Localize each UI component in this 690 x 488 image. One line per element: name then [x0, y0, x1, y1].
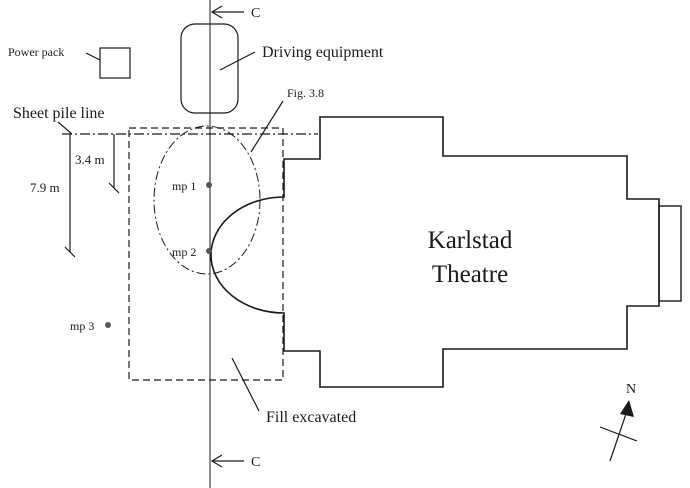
driving-equipment-leader — [219, 51, 256, 71]
fill-excavated-label: Fill excavated — [266, 409, 356, 426]
section-arrow-bottom — [210, 454, 244, 468]
north-arrow-icon — [599, 400, 638, 462]
section-arrow-top — [210, 5, 244, 19]
mp2-dot — [206, 248, 212, 254]
theatre-outline — [210, 116, 660, 388]
mp3-dot — [105, 322, 111, 328]
dimension-long — [64, 134, 76, 258]
fig-ref-label: Fig. 3.8 — [287, 86, 324, 100]
dimension-short — [108, 134, 120, 194]
dim-short-label: 3.4 m — [75, 152, 105, 167]
theatre-annex — [658, 205, 682, 302]
north-label: N — [626, 382, 636, 397]
driving-equipment-box — [180, 23, 239, 114]
section-label-bottom: C — [251, 455, 260, 470]
fill-excavated-leader — [231, 357, 260, 412]
excavation-area — [128, 127, 284, 381]
building-name-line1: Karlstad — [428, 227, 513, 254]
building-name-line2: Theatre — [432, 261, 508, 288]
mp3-label: mp 3 — [70, 319, 94, 333]
mp1-label: mp 1 — [172, 179, 196, 193]
fig-ref-leader — [250, 100, 284, 153]
dim-long-label: 7.9 m — [30, 180, 60, 195]
power-pack-leader — [85, 52, 101, 61]
mp2-label: mp 2 — [172, 245, 196, 259]
section-label-top: C — [251, 6, 260, 21]
sheet-pile-label: Sheet pile line — [13, 105, 105, 122]
power-pack-box — [99, 47, 131, 79]
power-pack-label: Power pack — [8, 45, 64, 59]
mp1-dot — [206, 182, 212, 188]
sheet-pile-leader — [57, 121, 73, 135]
driving-equipment-label: Driving equipment — [262, 44, 384, 61]
